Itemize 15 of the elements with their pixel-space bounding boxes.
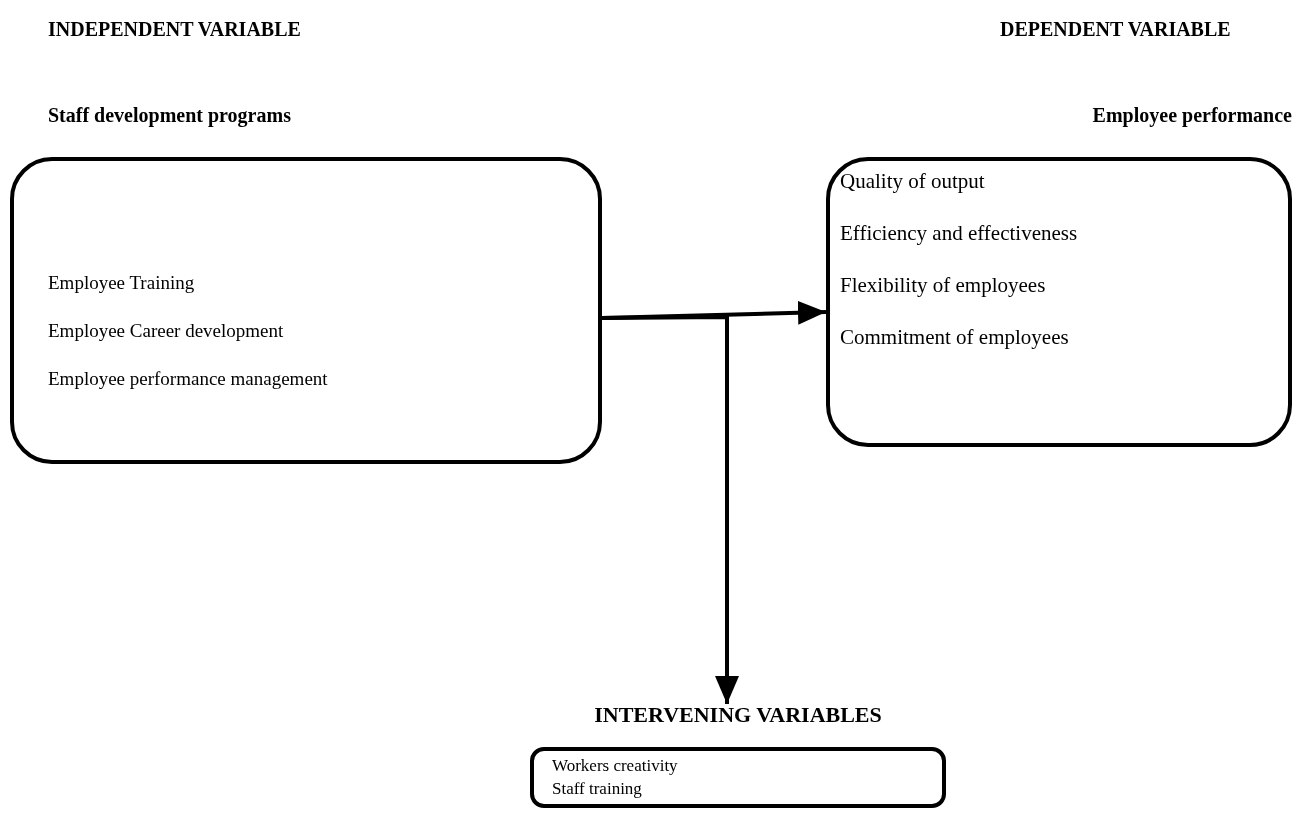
list-item: Employee performance management (48, 368, 328, 390)
list-item: Efficiency and effectiveness (840, 221, 1078, 246)
list-item: Employee Training (48, 272, 195, 294)
arrow (602, 315, 739, 704)
list-item: Employee Career development (48, 320, 284, 342)
list-item: Quality of output (840, 169, 985, 194)
box-heading: Employee performance (1092, 104, 1292, 127)
section-heading: INDEPENDENT VARIABLE (48, 18, 301, 41)
list-item: Workers creativity (552, 756, 678, 776)
list-item: Commitment of employees (840, 325, 1069, 350)
box-heading: INTERVENING VARIABLES (593, 702, 883, 728)
section-heading: DEPENDENT VARIABLE (1000, 18, 1231, 41)
box-heading: Staff development programs (48, 104, 291, 127)
list-item: Staff training (552, 779, 642, 799)
list-item: Flexibility of employees (840, 273, 1046, 298)
